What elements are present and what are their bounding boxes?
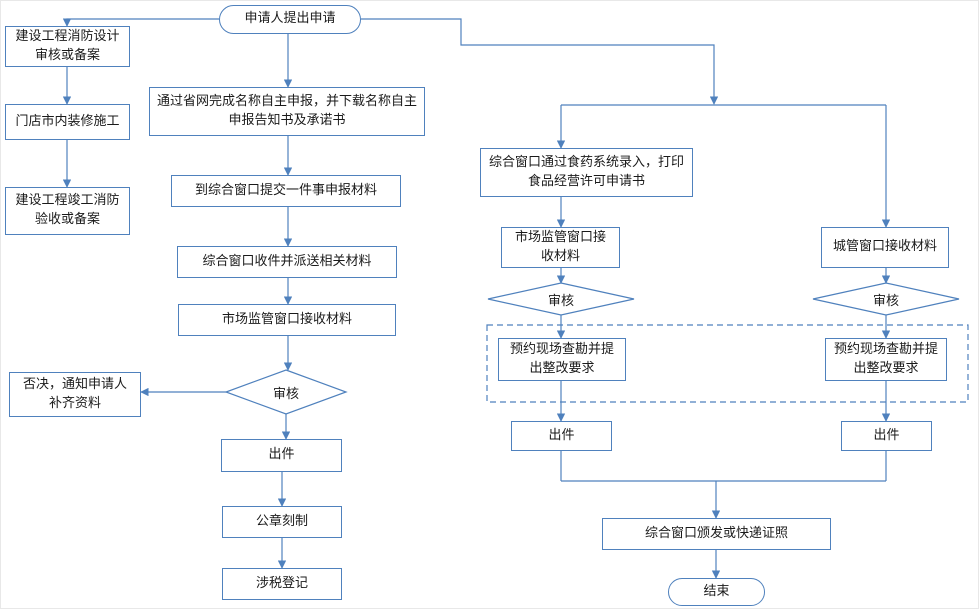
node-renovation: 门店市内装修施工 <box>5 104 130 140</box>
node-seal-engraving: 公章刻制 <box>222 506 342 538</box>
node-market-receive-2: 市场监管窗口接收材料 <box>501 227 620 268</box>
node-receive-dispatch: 综合窗口收件并派送相关材料 <box>177 246 397 278</box>
node-fire-design-review: 建设工程消防设计审核或备案 <box>5 26 130 67</box>
node-license-delivery: 综合窗口颁发或快递证照 <box>602 518 831 550</box>
decision-diamond-review-2 <box>487 282 635 316</box>
node-reject-notice: 否决，通知申请人补齐资料 <box>9 372 141 417</box>
decision-diamonds <box>224 282 960 415</box>
decision-review-1-label: 审核 <box>272 386 299 402</box>
site-survey-dashed-group <box>486 324 969 403</box>
node-start: 申请人提出申请 <box>219 5 361 34</box>
node-issue-1: 出件 <box>221 439 342 472</box>
connector <box>361 18 719 105</box>
node-name-declare: 通过省网完成名称自主申报，并下载名称自主申报告知书及承诺书 <box>149 87 425 136</box>
node-site-survey-1: 预约现场查勘并提出整改要求 <box>498 338 626 381</box>
decision-diamond-review-3 <box>812 282 960 316</box>
decision-review-3-label: 审核 <box>872 293 899 309</box>
node-end: 结束 <box>668 578 765 606</box>
node-submit-materials: 到综合窗口提交一件事申报材料 <box>171 175 401 207</box>
node-tax-registration: 涉税登记 <box>222 568 342 600</box>
node-fire-acceptance: 建设工程竣工消防验收或备案 <box>5 187 130 235</box>
node-site-survey-2: 预约现场查勘并提出整改要求 <box>825 338 947 381</box>
node-market-receive: 市场监管窗口接收材料 <box>178 304 396 336</box>
decision-review-2-label: 审核 <box>547 293 574 309</box>
connector <box>62 18 219 27</box>
decision-diamond-review-1 <box>224 369 348 415</box>
node-urban-receive: 城管窗口接收材料 <box>821 227 949 268</box>
node-food-entry: 综合窗口通过食药系统录入，打印食品经营许可申请书 <box>480 148 693 197</box>
connectors <box>62 18 891 579</box>
node-issue-3: 出件 <box>841 421 932 451</box>
node-issue-2: 出件 <box>511 421 612 451</box>
